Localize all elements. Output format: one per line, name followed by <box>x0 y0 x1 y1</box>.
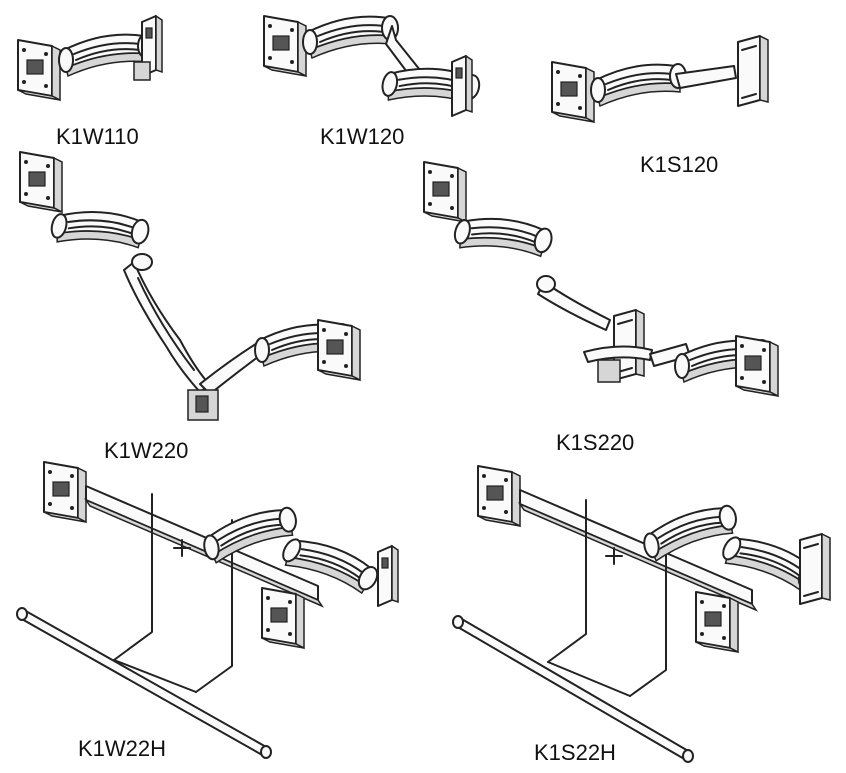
k1w110-illustration <box>17 15 163 101</box>
k1s22h-illustration <box>452 465 831 763</box>
k1w22h-illustration <box>16 461 399 759</box>
label-k1w220: K1W220 <box>104 438 189 463</box>
k1w220-illustration <box>19 151 361 421</box>
k1s120-illustration <box>551 35 769 123</box>
label-k1w120: K1W120 <box>320 124 405 149</box>
k1w120-illustration <box>263 15 483 119</box>
label-k1s22h: K1S22H <box>534 740 616 765</box>
label-k1s120: K1S120 <box>640 152 719 177</box>
label-k1s220: K1S220 <box>556 430 635 455</box>
label-k1w22h: K1W22H <box>78 736 167 761</box>
label-k1w110: K1W110 <box>56 124 139 149</box>
k1s220-illustration <box>423 161 779 397</box>
